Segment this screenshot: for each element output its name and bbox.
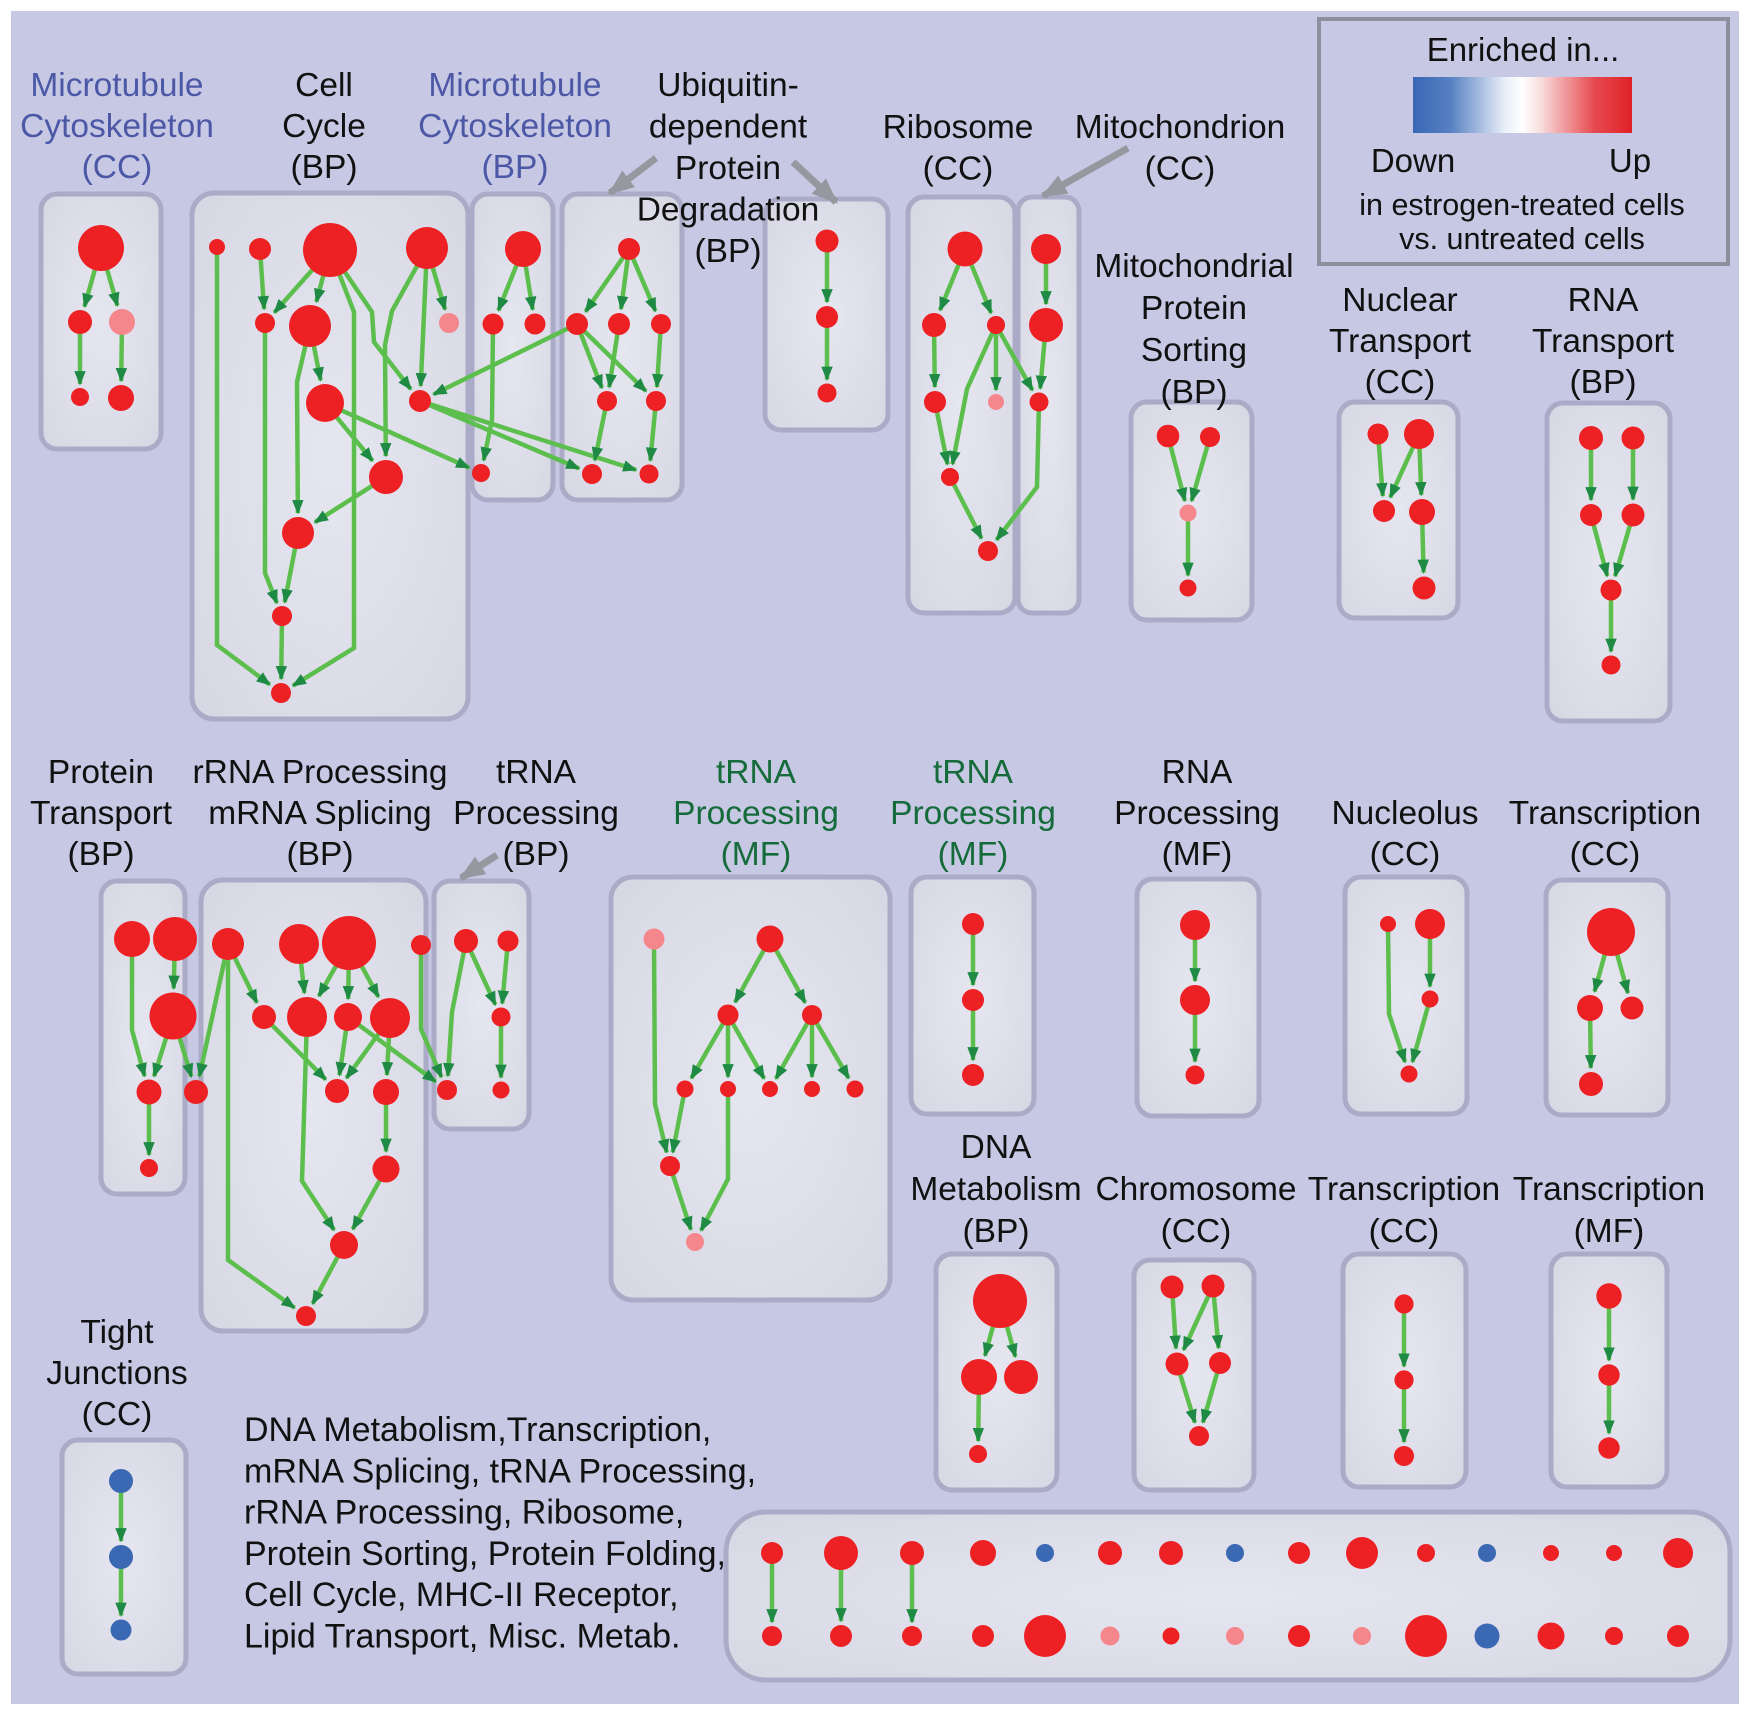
svg-text:Down: Down: [1371, 142, 1455, 179]
svg-text:(BP): (BP): [291, 149, 358, 186]
svg-text:(CC): (CC): [1365, 364, 1436, 401]
svg-text:Transcription: Transcription: [1513, 1171, 1705, 1208]
svg-text:in estrogen-treated cells: in estrogen-treated cells: [1359, 188, 1685, 222]
svg-text:Metabolism: Metabolism: [910, 1171, 1081, 1208]
svg-text:(CC): (CC): [1145, 151, 1216, 188]
svg-text:tRNA: tRNA: [716, 754, 797, 791]
svg-text:(CC): (CC): [1369, 1213, 1440, 1250]
svg-text:Protein: Protein: [1141, 290, 1247, 327]
svg-text:Cell: Cell: [295, 67, 353, 104]
svg-text:Microtubule: Microtubule: [428, 67, 601, 104]
svg-text:(BP): (BP): [1161, 374, 1228, 411]
svg-text:Processing: Processing: [890, 795, 1056, 832]
svg-text:RNA: RNA: [1568, 282, 1639, 319]
svg-text:Protein: Protein: [48, 754, 154, 791]
svg-text:Up: Up: [1609, 142, 1651, 179]
svg-text:Transport: Transport: [30, 795, 173, 832]
svg-text:Cycle: Cycle: [282, 108, 366, 145]
svg-text:dependent: dependent: [649, 109, 808, 146]
svg-text:(MF): (MF): [1162, 836, 1233, 873]
svg-text:(CC): (CC): [82, 1396, 153, 1433]
svg-text:(BP): (BP): [503, 836, 570, 873]
svg-text:Enriched in...: Enriched in...: [1427, 31, 1620, 68]
svg-text:Mitochondrion: Mitochondrion: [1075, 109, 1285, 146]
svg-text:Protein: Protein: [675, 150, 781, 187]
svg-text:Processing: Processing: [673, 795, 839, 832]
svg-text:(CC): (CC): [1161, 1213, 1232, 1250]
svg-text:Sorting: Sorting: [1141, 332, 1247, 369]
svg-text:Lipid Transport, Misc. Metab.: Lipid Transport, Misc. Metab.: [244, 1618, 681, 1656]
svg-text:Cytoskeleton: Cytoskeleton: [418, 108, 612, 145]
svg-text:Degradation: Degradation: [637, 192, 820, 229]
svg-text:(MF): (MF): [721, 836, 792, 873]
svg-text:Processing: Processing: [1114, 795, 1280, 832]
svg-text:(CC): (CC): [923, 151, 994, 188]
svg-text:Ubiquitin-: Ubiquitin-: [657, 67, 799, 104]
svg-text:Microtubule: Microtubule: [30, 67, 203, 104]
svg-text:Mitochondrial: Mitochondrial: [1094, 248, 1293, 285]
svg-text:(MF): (MF): [1574, 1213, 1645, 1250]
svg-text:tRNA: tRNA: [933, 754, 1014, 791]
svg-text:Junctions: Junctions: [46, 1355, 188, 1392]
svg-text:Processing: Processing: [453, 795, 619, 832]
svg-text:Transport: Transport: [1532, 323, 1675, 360]
svg-text:(BP): (BP): [68, 836, 135, 873]
svg-text:(MF): (MF): [938, 836, 1009, 873]
svg-text:Chromosome: Chromosome: [1095, 1171, 1296, 1208]
svg-text:Transcription: Transcription: [1509, 795, 1701, 832]
svg-text:mRNA Splicing, tRNA Processing: mRNA Splicing, tRNA Processing,: [244, 1452, 756, 1490]
svg-text:(CC): (CC): [1370, 836, 1441, 873]
svg-text:Protein Sorting, Protein Foldi: Protein Sorting, Protein Folding,: [244, 1535, 726, 1573]
svg-text:(BP): (BP): [482, 149, 549, 186]
svg-text:RNA: RNA: [1162, 754, 1233, 791]
svg-text:vs. untreated cells: vs. untreated cells: [1399, 222, 1645, 256]
svg-text:Cell Cycle, MHC-II Receptor,: Cell Cycle, MHC-II Receptor,: [244, 1576, 679, 1614]
svg-text:tRNA: tRNA: [496, 754, 577, 791]
svg-text:Tight: Tight: [80, 1314, 154, 1351]
svg-text:(CC): (CC): [82, 149, 153, 186]
svg-text:Nucleolus: Nucleolus: [1331, 795, 1478, 832]
svg-text:Transport: Transport: [1329, 323, 1472, 360]
svg-text:DNA Metabolism,Transcription,: DNA Metabolism,Transcription,: [244, 1411, 711, 1449]
svg-text:rRNA Processing, Ribosome,: rRNA Processing, Ribosome,: [244, 1494, 684, 1532]
svg-text:rRNA Processing: rRNA Processing: [192, 754, 447, 791]
svg-text:Nuclear: Nuclear: [1342, 282, 1457, 319]
svg-text:DNA: DNA: [961, 1129, 1032, 1166]
svg-text:(CC): (CC): [1570, 836, 1641, 873]
svg-text:(BP): (BP): [963, 1213, 1030, 1250]
svg-text:Cytoskeleton: Cytoskeleton: [20, 108, 214, 145]
svg-text:mRNA Splicing: mRNA Splicing: [208, 795, 431, 832]
svg-text:(BP): (BP): [695, 233, 762, 270]
svg-text:Transcription: Transcription: [1308, 1171, 1500, 1208]
svg-text:Ribosome: Ribosome: [883, 109, 1034, 146]
svg-text:(BP): (BP): [287, 836, 354, 873]
svg-text:(BP): (BP): [1570, 364, 1637, 401]
